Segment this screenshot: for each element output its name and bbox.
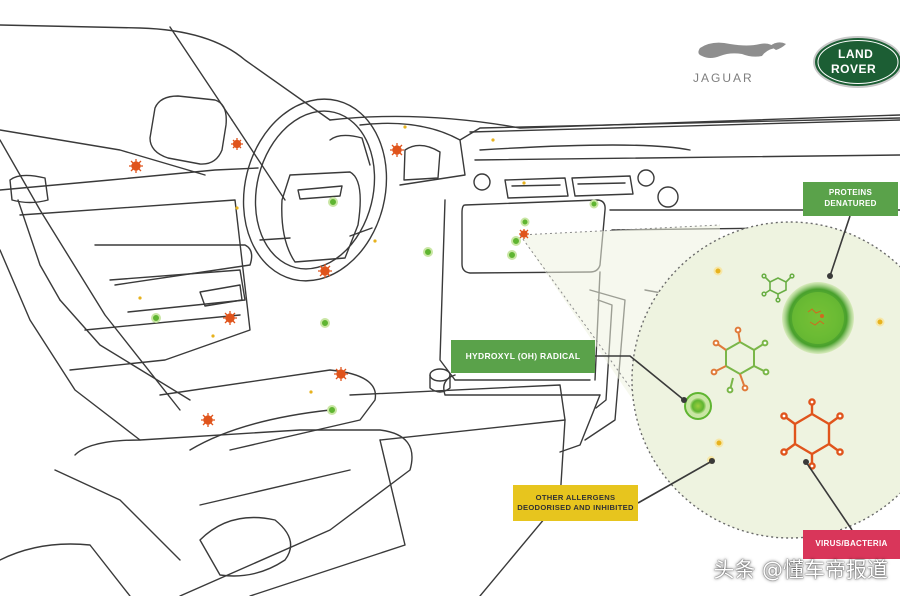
virus-bacteria-label: VIRUS/BACTERIA bbox=[803, 530, 900, 559]
proteins-denatured-label: PROTEINS DENATURED bbox=[803, 182, 898, 216]
proteins-label-line2: DENATURED bbox=[824, 199, 877, 208]
interior-outline bbox=[0, 24, 900, 596]
leader-dots bbox=[681, 273, 833, 465]
allergen-molecule-icon bbox=[710, 326, 770, 394]
landrover-wordmark-line2: ROVER bbox=[831, 62, 877, 76]
leader-lines bbox=[595, 215, 853, 531]
hydroxyl-label-text: HYDROXYL (OH) RADICAL bbox=[465, 350, 581, 361]
allergens-label-line2: DEODORISED AND INHIBITED bbox=[517, 503, 634, 512]
hydroxyl-radical-label: HYDROXYL (OH) RADICAL bbox=[451, 340, 595, 373]
small-allergen-particles bbox=[138, 125, 526, 394]
protein-denatured-icon bbox=[782, 282, 854, 354]
watermark: 头条 @懂车帝报道 bbox=[713, 558, 888, 582]
landrover-wordmark-line1: LAND bbox=[838, 47, 874, 61]
jaguar-leaper-logo bbox=[698, 42, 786, 58]
virus-label-text: VIRUS/BACTERIA bbox=[815, 539, 888, 549]
virus-molecule-icon bbox=[780, 398, 844, 470]
green-radical-particles bbox=[151, 197, 599, 415]
small-molecule-icon bbox=[761, 273, 795, 303]
virus-particles bbox=[129, 138, 529, 427]
allergens-label-line1: OTHER ALLERGENS bbox=[535, 492, 616, 502]
jaguar-wordmark: JAGUAR bbox=[693, 71, 754, 85]
hydroxyl-radical-icon bbox=[684, 392, 712, 420]
other-allergens-label: OTHER ALLERGENS DEODORISED AND INHIBITED bbox=[513, 485, 638, 521]
landrover-logo bbox=[813, 36, 900, 88]
proteins-label-line1: PROTEINS bbox=[828, 188, 873, 198]
